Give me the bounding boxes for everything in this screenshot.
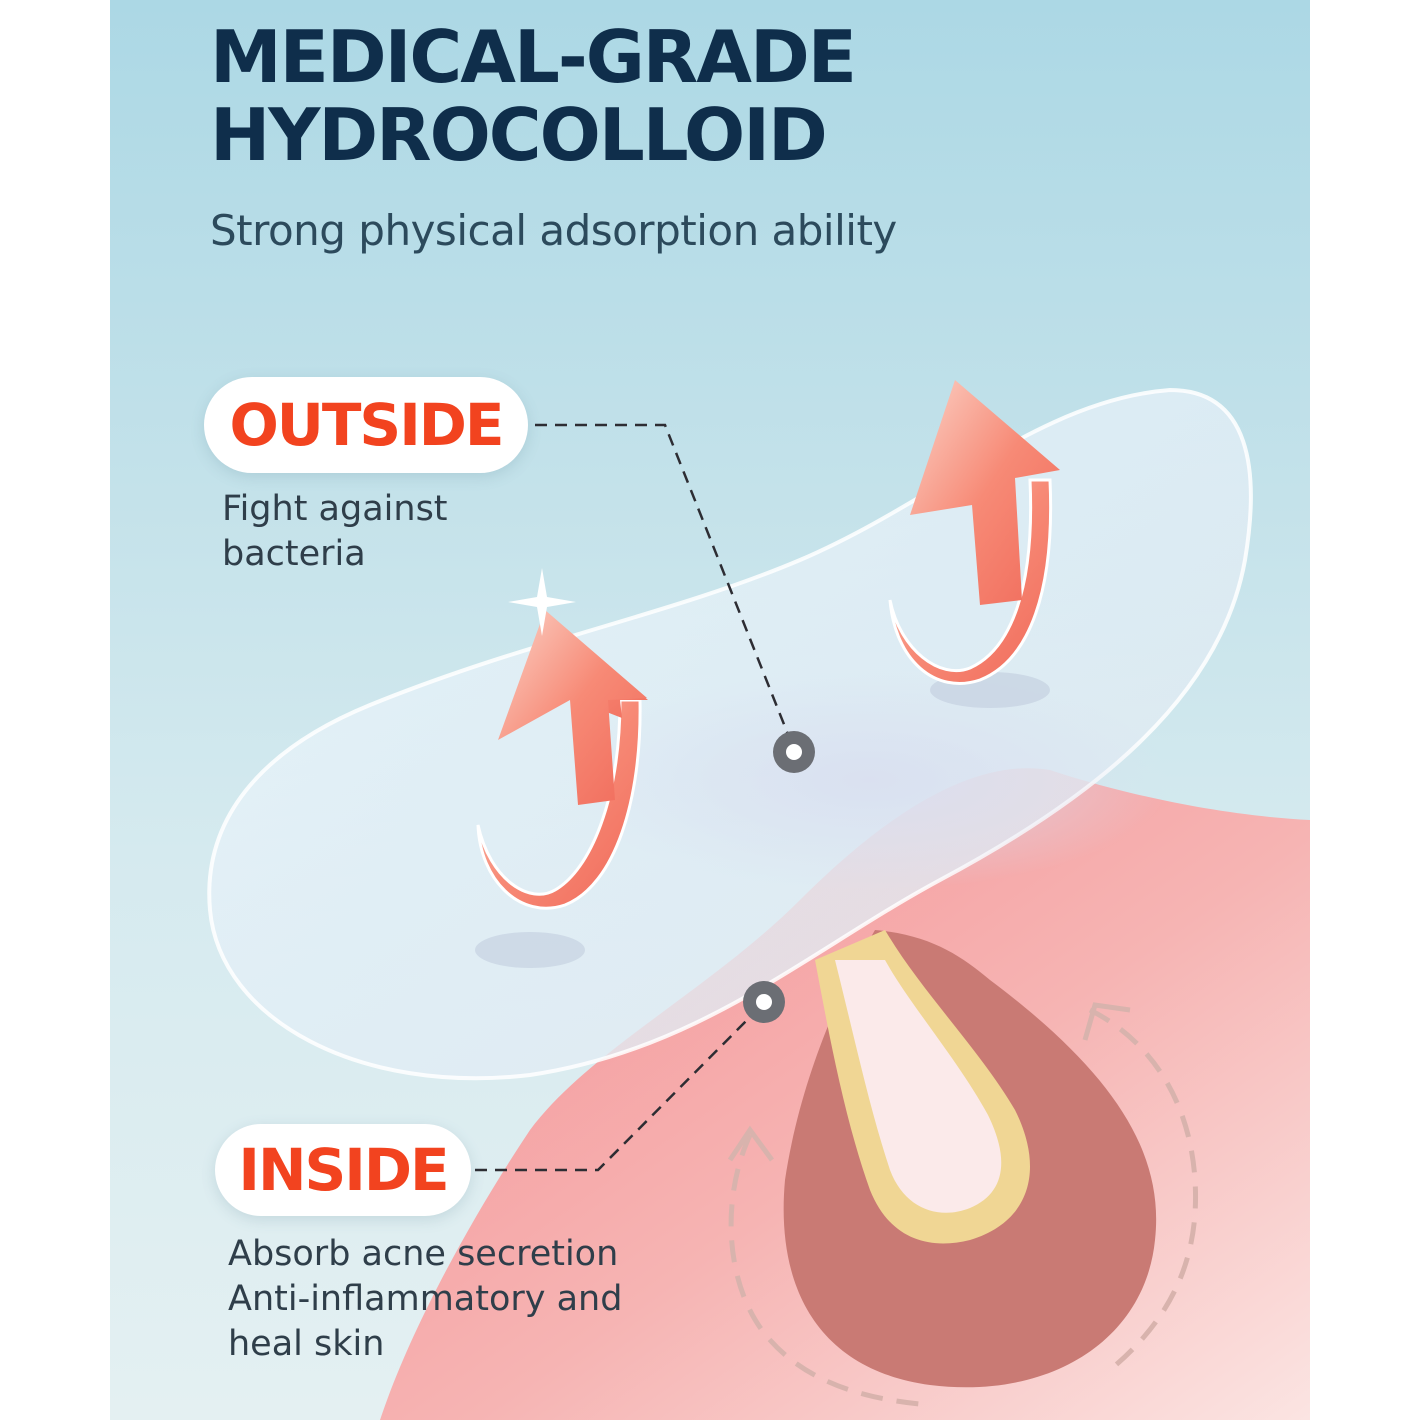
sparkle-icon	[508, 568, 576, 636]
outside-badge: OUTSIDE	[204, 377, 528, 473]
outside-marker-dot	[773, 731, 815, 773]
product-infographic: MEDICAL-GRADE HYDROCOLLOID Strong physic…	[110, 0, 1310, 1420]
illustration	[207, 380, 1310, 1420]
outside-description-line: bacteria	[222, 534, 366, 574]
subtitle: Strong physical adsorption ability	[210, 206, 897, 255]
page-title: MEDICAL-GRADE HYDROCOLLOID	[210, 15, 857, 177]
dashed-arrow-icon	[728, 1133, 931, 1408]
inside-description-line: Anti-inflammatory and	[228, 1279, 623, 1319]
inside-marker-dot	[743, 981, 785, 1023]
curved-up-arrow-icon	[888, 380, 1060, 685]
title-line-2: HYDROCOLLOID	[210, 93, 828, 177]
inside-description-line: heal skin	[228, 1324, 385, 1364]
curved-up-arrow-icon	[476, 610, 648, 910]
outside-description-line: Fight against	[222, 489, 448, 529]
outside-description: Fight against bacteria	[222, 487, 448, 577]
pore-inner	[835, 960, 1002, 1213]
inside-description-line: Absorb acne secretion	[228, 1234, 619, 1274]
inside-description: Absorb acne secretion Anti-inflammatory …	[228, 1232, 622, 1367]
inside-leader-line	[475, 1001, 766, 1172]
outside-leader-line	[535, 423, 797, 753]
title-line-1: MEDICAL-GRADE	[210, 15, 857, 99]
inside-badge: INSIDE	[215, 1124, 471, 1216]
